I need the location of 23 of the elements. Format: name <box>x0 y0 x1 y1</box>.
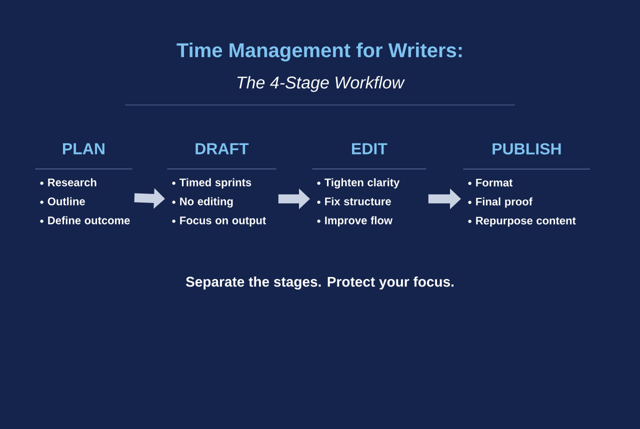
stage-heading: DRAFT <box>196 143 249 154</box>
stage-heading: EDIT <box>352 143 388 154</box>
bullet-item: Research <box>48 178 96 186</box>
stage-column <box>462 143 590 227</box>
subtitle: The 4-Stage Workflow <box>237 76 405 92</box>
stage-column <box>34 143 132 224</box>
stage-heading: PUBLISH <box>492 143 561 155</box>
bullet-item: Improve flow <box>325 216 393 226</box>
bullet-item: Repurpose content <box>476 216 576 227</box>
bullet-item: Outline <box>48 197 85 206</box>
bullet-item: Final proof <box>476 197 533 208</box>
stage-column <box>166 143 276 226</box>
stage-column <box>312 143 426 226</box>
bullet-item: Format <box>476 178 513 186</box>
stage-heading: PLAN <box>63 143 104 154</box>
tagline: Separate the stages. Protect your focus. <box>186 276 454 290</box>
bullet-item: Fix structure <box>325 197 391 206</box>
bullet-item: Tighten clarity <box>324 178 400 189</box>
bullet-item: Timed sprints <box>180 178 252 188</box>
title: Time Management for Writers: <box>176 42 462 62</box>
bullet-item: Focus on output <box>180 216 266 226</box>
bullet-item: Define outcome <box>48 216 130 224</box>
bullet-item: No editing <box>180 197 233 208</box>
